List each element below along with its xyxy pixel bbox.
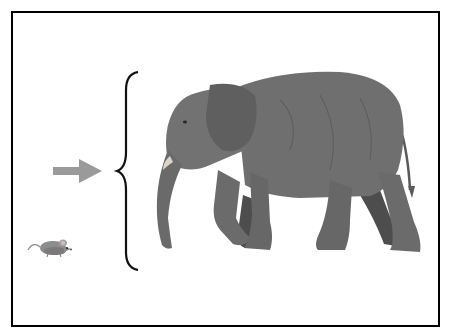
mouse-icon: [27, 239, 72, 258]
elephant-icon: [156, 71, 421, 252]
arrow-icon: [53, 159, 102, 183]
curly-brace-icon: [113, 70, 139, 272]
